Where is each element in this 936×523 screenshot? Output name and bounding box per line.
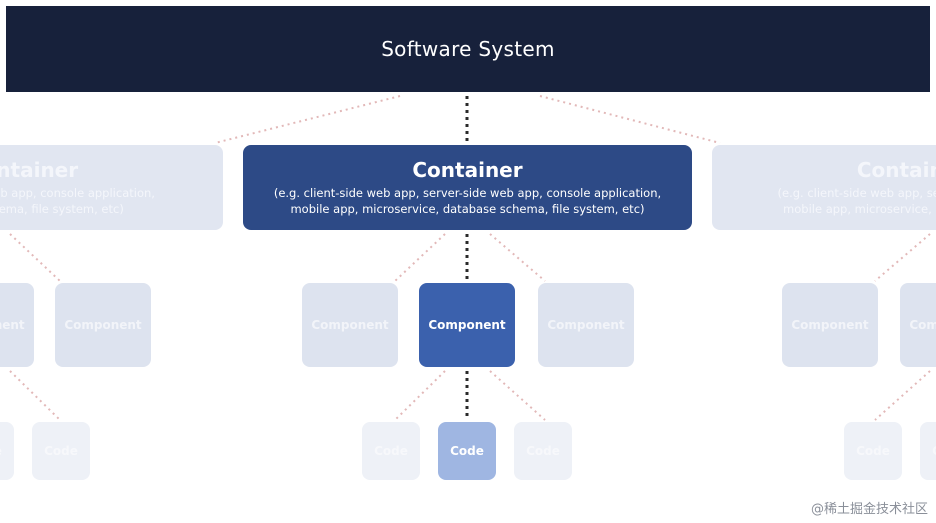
software-system-title: Software System — [381, 37, 555, 61]
container-title: Container — [412, 158, 523, 182]
connector-faded — [9, 370, 61, 421]
container-description-line: (e.g. client-side web app, server-side w… — [777, 186, 936, 200]
component-box: Component — [419, 283, 515, 367]
code-box-faded: Code — [0, 422, 14, 480]
connector-faded — [874, 370, 931, 421]
container-description-line: mobile app, microservice, database schem… — [783, 202, 936, 216]
container-description-faded: (e.g. client-side web app, server-side w… — [764, 185, 936, 217]
connector-faded — [874, 233, 931, 282]
container-box-faded-left: Container (e.g. client-side web app, con… — [0, 145, 223, 230]
container-description: (e.g. client-side web app, server-side w… — [260, 185, 675, 217]
container-box: Container (e.g. client-side web app, ser… — [243, 145, 692, 230]
code-box: Code — [438, 422, 496, 480]
connector-faded — [394, 233, 446, 282]
component-box-faded: Component — [782, 283, 878, 367]
container-title-faded: Container — [0, 158, 79, 182]
container-box-faded-right: Container (e.g. client-side web app, ser… — [712, 145, 936, 230]
code-box-faded: Code — [920, 422, 936, 480]
connector-faded — [394, 370, 446, 421]
code-box-faded: Code — [844, 422, 902, 480]
component-box-faded: Component — [900, 283, 936, 367]
container-description-line: (e.g. client-side web app, console appli… — [0, 186, 155, 200]
container-description-faded: (e.g. client-side web app, console appli… — [0, 185, 169, 217]
container-description-line: database schema, file system, etc) — [0, 202, 124, 216]
component-box-faded: Component — [55, 283, 151, 367]
connector-faded — [489, 233, 546, 282]
watermark-text: @稀土掘金技术社区 — [810, 502, 928, 517]
container-description-line: mobile app, microservice, database schem… — [290, 202, 645, 216]
container-description-line: (e.g. client-side web app, server-side w… — [273, 186, 662, 200]
container-title-faded: Container — [856, 158, 936, 182]
code-box-faded: Code — [362, 422, 420, 480]
component-box-faded: Component — [302, 283, 398, 367]
connector-faded — [214, 95, 401, 144]
component-box-faded: Component — [0, 283, 34, 367]
component-box-faded: Component — [538, 283, 634, 367]
code-box-faded: Code — [514, 422, 572, 480]
code-box-faded: Code — [32, 422, 90, 480]
software-system-box: Software System — [6, 6, 930, 92]
connector-faded — [9, 233, 61, 282]
connector-faded — [539, 95, 721, 144]
connector-faded — [489, 370, 546, 421]
